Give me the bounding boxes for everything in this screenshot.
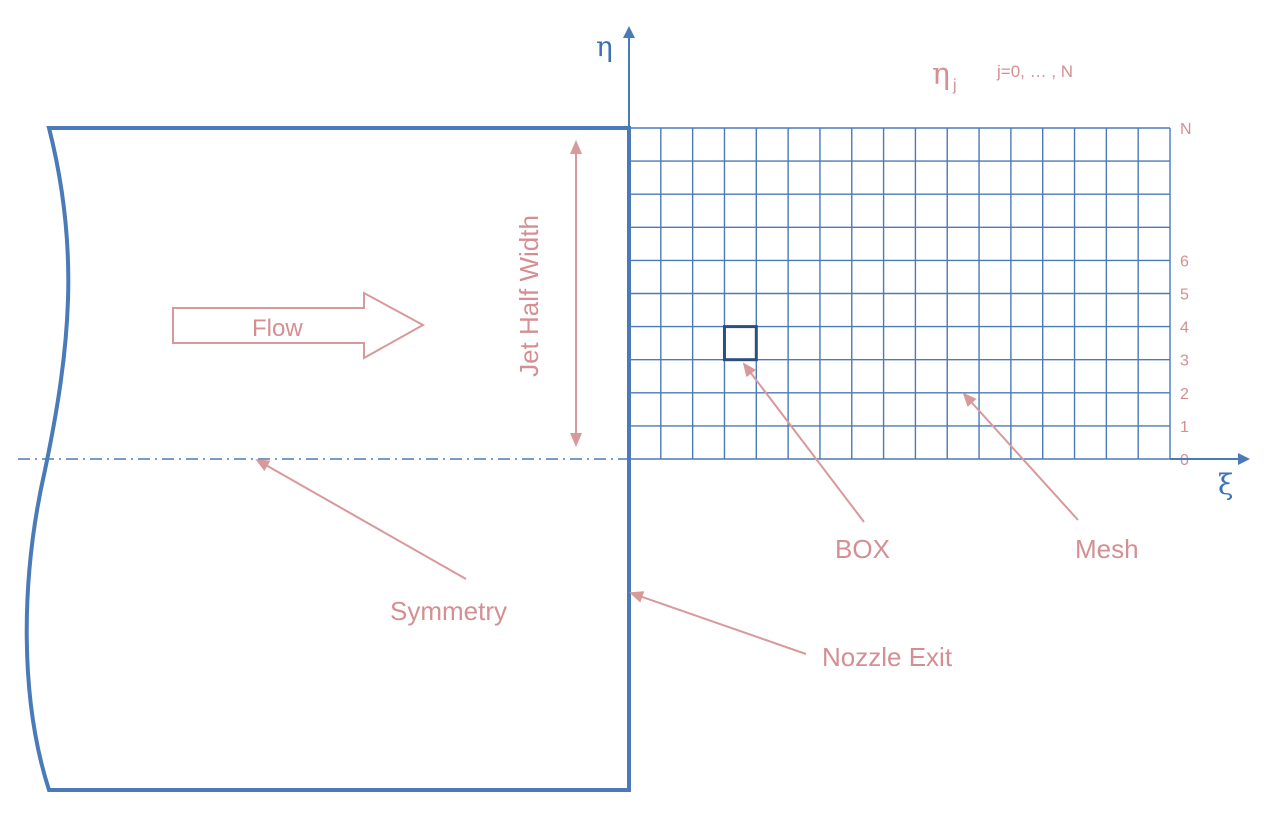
row-label: 5: [1180, 287, 1189, 304]
row-label: 2: [1180, 386, 1189, 403]
nozzle-exit-pointer: [629, 591, 807, 655]
nozzle-outline: [24, 126, 631, 792]
eta-j-subscript: j: [952, 77, 957, 94]
eta-j-range: j=0, … , N: [996, 62, 1073, 81]
box-cell: [722, 325, 758, 362]
row-label: 1: [1180, 419, 1189, 436]
row-label: N: [1180, 121, 1192, 138]
box-pointer: [742, 362, 865, 523]
symmetry-pointer: [255, 459, 467, 580]
xi-axis-label: ξ: [1218, 468, 1233, 501]
row-label: 6: [1180, 253, 1189, 270]
row-label: 0: [1180, 452, 1189, 469]
eta-axis-label: η: [596, 30, 613, 63]
eta-j-symbol: η: [932, 57, 950, 92]
flow-arrow: [172, 291, 426, 360]
flow-label: Flow: [252, 315, 303, 342]
row-label: 4: [1180, 320, 1189, 337]
box-label: BOX: [835, 534, 890, 564]
nozzle-exit-label: Nozzle Exit: [822, 642, 953, 672]
symmetry-label: Symmetry: [390, 596, 507, 626]
row-labels: 0 1 2 3 4 5 6 N: [1180, 121, 1192, 469]
mesh-grid: [628, 127, 1171, 460]
mesh-label: Mesh: [1075, 534, 1139, 564]
row-label: 3: [1180, 353, 1189, 370]
mesh-pointer: [962, 392, 1079, 521]
jet-half-width-label: Jet Half Width: [514, 215, 544, 377]
